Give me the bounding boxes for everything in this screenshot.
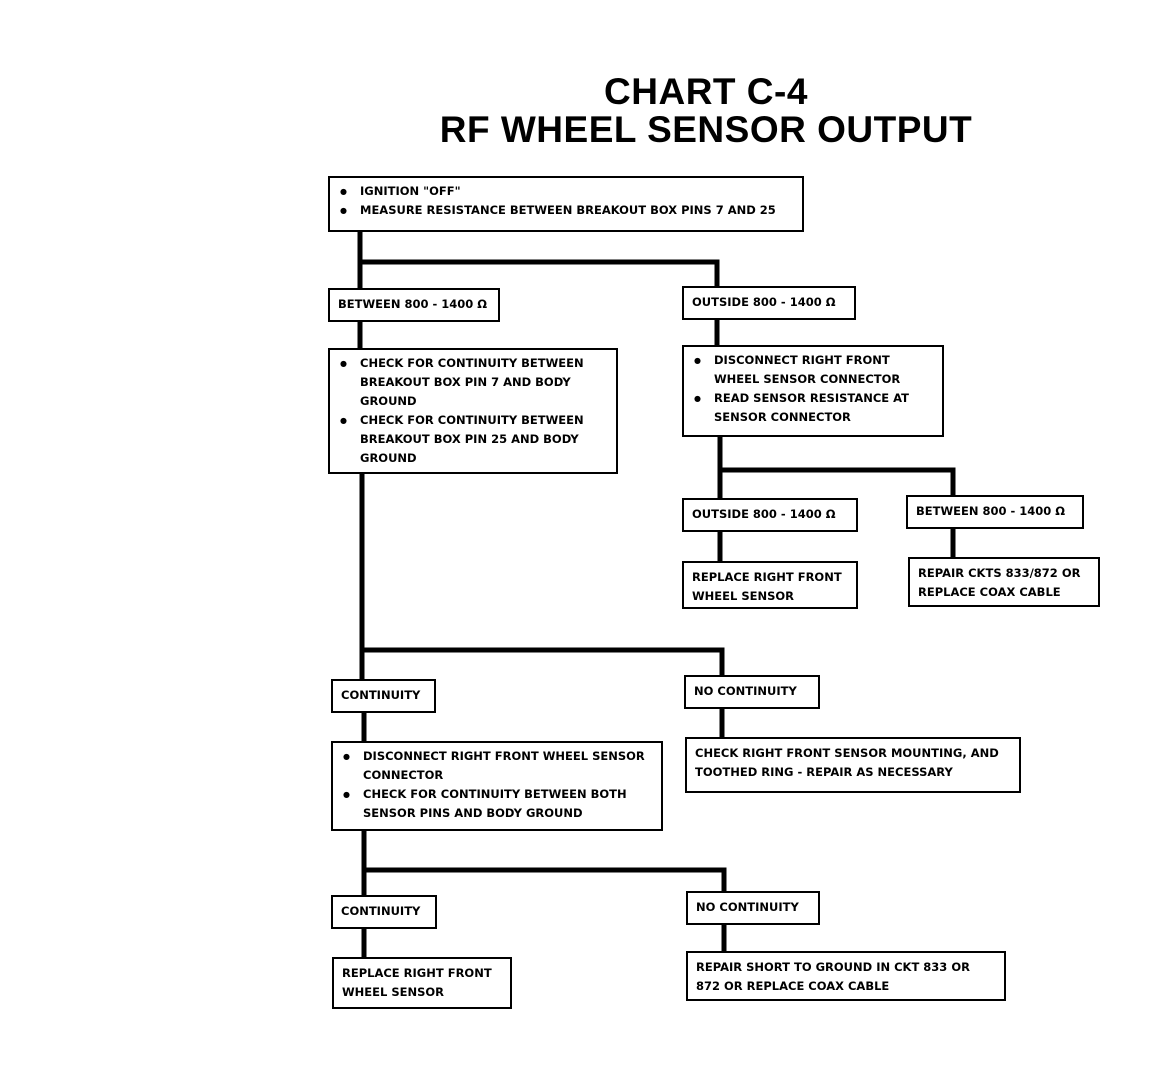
check-mounting-box: CHECK RIGHT FRONT SENSOR MOUNTING, AND T…: [685, 737, 1021, 793]
check-continuity-box: CHECK FOR CONTINUITY BETWEEN BREAKOUT BO…: [328, 348, 618, 474]
disconnect-check-step-1: DISCONNECT RIGHT FRONT WHEEL SENSOR CONN…: [343, 747, 653, 785]
continuity-1-box: CONTINUITY: [331, 679, 436, 713]
repair-short-box: REPAIR SHORT TO GROUND IN CKT 833 OR 872…: [686, 951, 1006, 1001]
repair-ckts-box: REPAIR CKTS 833/872 OR REPLACE COAX CABL…: [908, 557, 1100, 607]
no-continuity-1-box: NO CONTINUITY: [684, 675, 820, 709]
disconnect-read-box: DISCONNECT RIGHT FRONT WHEEL SENSOR CONN…: [682, 345, 944, 437]
between-1-box: BETWEEN 800 - 1400 Ω: [328, 288, 500, 322]
connector-disconnect-read: [717, 433, 956, 501]
chart-title-line2: RF WHEEL SENSOR OUTPUT: [439, 109, 973, 150]
connector-check-continuity: [359, 470, 725, 683]
replace-sensor-2-box: REPLACE RIGHT FRONT WHEEL SENSOR: [332, 957, 512, 1009]
outside-2-box: OUTSIDE 800 - 1400 Ω: [682, 498, 858, 532]
start-step-2: MEASURE RESISTANCE BETWEEN BREAKOUT BOX …: [340, 201, 794, 220]
outside-1-box: OUTSIDE 800 - 1400 Ω: [682, 286, 856, 320]
disconnect-read-step-2: READ SENSOR RESISTANCE AT SENSOR CONNECT…: [694, 389, 934, 427]
no-continuity-2-box: NO CONTINUITY: [686, 891, 820, 925]
disconnect-check-box: DISCONNECT RIGHT FRONT WHEEL SENSOR CONN…: [331, 741, 663, 831]
replace-sensor-1-box: REPLACE RIGHT FRONT WHEEL SENSOR: [682, 561, 858, 609]
connector-disconnect-check: [361, 827, 727, 899]
chart-title-line1: CHART C-4: [604, 71, 808, 112]
between-2-box: BETWEEN 800 - 1400 Ω: [906, 495, 1084, 529]
disconnect-read-step-1: DISCONNECT RIGHT FRONT WHEEL SENSOR CONN…: [694, 351, 934, 389]
start-step-1: IGNITION "OFF": [340, 182, 794, 201]
connector-start: [357, 227, 720, 293]
check-continuity-step-2: CHECK FOR CONTINUITY BETWEEN BREAKOUT BO…: [340, 411, 608, 468]
disconnect-check-step-2: CHECK FOR CONTINUITY BETWEEN BOTH SENSOR…: [343, 785, 653, 823]
continuity-2-box: CONTINUITY: [331, 895, 437, 929]
start-box: IGNITION "OFF" MEASURE RESISTANCE BETWEE…: [328, 176, 804, 232]
check-continuity-step-1: CHECK FOR CONTINUITY BETWEEN BREAKOUT BO…: [340, 354, 608, 411]
